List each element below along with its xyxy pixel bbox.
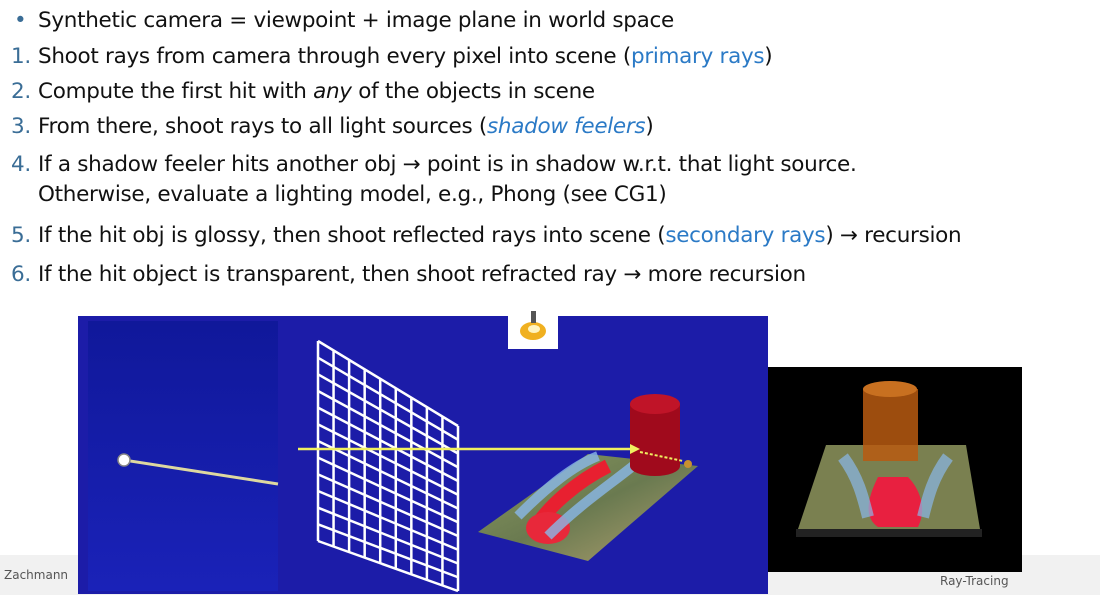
grid-line (317, 423, 459, 496)
ray-tracing-diagram (78, 316, 768, 594)
red-cylinder (630, 394, 680, 476)
step-number: 4. (11, 152, 31, 177)
grid-line (317, 489, 459, 551)
term-secondary-rays: secondary rays (665, 223, 826, 248)
mandrill-plane (478, 451, 698, 561)
rendered-result-image (768, 367, 1022, 572)
grid-line (317, 456, 459, 524)
grid-line (317, 339, 459, 428)
grid-line (317, 539, 459, 593)
footer-topic: Ray-Tracing (940, 574, 1009, 588)
step-number: 6. (11, 262, 31, 287)
bullet-text: Synthetic camera = viewpoint + image pla… (38, 8, 674, 33)
bullet-marker: • (14, 8, 27, 33)
step-number: 1. (11, 44, 31, 69)
camera-viewpoint (117, 453, 279, 486)
grid-line (317, 439, 459, 510)
step-text: Compute the first hit with any of the ob… (38, 79, 595, 104)
grid-line (317, 473, 459, 538)
step-text-line2: Otherwise, evaluate a lighting model, e.… (38, 182, 667, 207)
step-text: From there, shoot rays to all light sour… (38, 114, 654, 139)
grid-line (317, 523, 459, 579)
step-number: 5. (11, 223, 31, 248)
term-shadow-feelers: shadow feelers (487, 114, 646, 139)
primary-ray (298, 444, 692, 468)
grid-line (317, 389, 459, 469)
step-text-line1: If a shadow feeler hits another obj → po… (38, 152, 857, 177)
step-text: If the hit obj is glossy, then shoot ref… (38, 223, 962, 248)
term-primary-rays: primary rays (630, 44, 765, 69)
image-plane-grid (316, 339, 460, 593)
grid-line (317, 373, 459, 455)
grid-line (317, 506, 459, 565)
scene-left-panel (88, 321, 278, 591)
footer-author: Zachmann (4, 568, 69, 582)
step-number: 3. (11, 114, 31, 139)
grid-line (317, 406, 459, 483)
step-text: If the hit object is transparent, then s… (38, 262, 806, 287)
grid-line (317, 356, 459, 441)
step-text: Shoot rays from camera through every pix… (38, 44, 773, 69)
step-number: 2. (11, 79, 31, 104)
light-source-icon (508, 305, 558, 349)
